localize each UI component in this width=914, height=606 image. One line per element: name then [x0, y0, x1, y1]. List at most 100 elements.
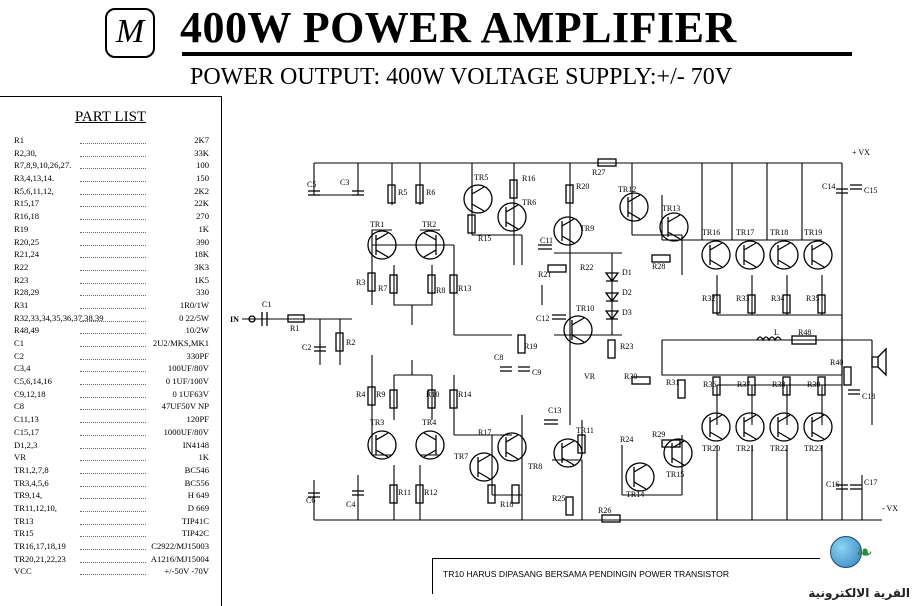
part-ref: R2,30, [14, 147, 37, 158]
part-ref: R28,29 [14, 287, 40, 298]
part-value: +/-50V -70V [164, 566, 209, 577]
label-tr4: TR4 [422, 418, 436, 427]
tr2 [415, 230, 445, 260]
label-r11: R11 [398, 488, 411, 497]
label-tr19: TR19 [804, 228, 822, 237]
part-list-row: TR9,14,H 649 [0, 489, 221, 502]
part-ref: R1 [14, 135, 25, 145]
label-c6: C6 [306, 496, 315, 505]
part-value: BC546 [184, 464, 209, 475]
label-r23: R23 [620, 342, 633, 351]
label-r3: R3 [356, 278, 365, 287]
label-c15: C15 [864, 186, 877, 195]
part-ref: TR20,21,22,23 [14, 553, 66, 564]
part-ref: C1 [14, 338, 25, 348]
part-value: A1216/MJ15004 [150, 553, 209, 564]
leader-dots [80, 172, 146, 183]
part-value: 1000UF/80V [163, 426, 209, 437]
label-r30: R30 [624, 372, 637, 381]
label-r7: R7 [378, 284, 387, 293]
part-ref: D1,2,3 [14, 439, 38, 450]
label-d2: D2 [622, 288, 632, 297]
label-c3: C3 [340, 178, 349, 187]
leader-dots [80, 388, 146, 398]
label-c18: C18 [862, 392, 875, 401]
label-r20: R20 [576, 182, 589, 191]
leader-dots [80, 464, 146, 474]
tr1 [367, 230, 397, 260]
part-value: C2922/MJ15003 [151, 541, 209, 551]
part-value: BC556 [184, 477, 209, 488]
tr23 [803, 412, 833, 442]
label-r38: R38 [772, 380, 785, 389]
note-text: TR10 HARUS DIPASANG BERSAMA PENDINGIN PO… [443, 569, 730, 579]
leader-dots [80, 286, 146, 297]
leader-dots [80, 299, 146, 309]
tr17 [735, 240, 765, 270]
part-ref: R5,6,11,12, [14, 185, 54, 196]
label-tr21: TR21 [736, 444, 754, 453]
leader-dots [80, 236, 146, 246]
label-r19: R19 [524, 342, 537, 351]
schematic-wires [242, 162, 882, 521]
part-value: 1R0/1W [179, 299, 209, 310]
leader-dots [80, 134, 146, 144]
tr16 [701, 240, 731, 270]
label-c17: C17 [864, 478, 877, 487]
label-r4: R4 [356, 390, 365, 399]
part-list-row: VCC+/-50V -70V [0, 565, 221, 578]
label-c1: C1 [262, 300, 271, 309]
part-ref: R31 [14, 299, 29, 310]
label-r34: R34 [771, 294, 784, 303]
leader-dots [80, 400, 146, 411]
label-c9: C9 [532, 368, 541, 377]
subtitle: POWER OUTPUT: 400W VOLTAGE SUPPLY:+/- 70… [190, 64, 733, 90]
schematic-labels: IN C1 R1 C2 R2 C5 C3 R3 R4 R5 R6 R7 R8 R… [230, 148, 898, 515]
label-r27: R27 [592, 168, 605, 177]
label-r22: R22 [580, 263, 593, 272]
leader-dots [80, 324, 146, 335]
part-value: 0 1UF/100V [165, 376, 209, 387]
logo: M [105, 8, 155, 58]
watermark-text: القرية الالكترونية [808, 586, 910, 600]
leader-dots [80, 362, 146, 373]
schematic-diagram: IN C1 R1 C2 R2 C5 C3 R3 R4 R5 R6 R7 R8 R… [230, 148, 898, 523]
label-tr9: TR9 [580, 224, 594, 233]
label-c8: C8 [494, 353, 503, 362]
part-ref: R7,8,9,10,26,27. [14, 160, 72, 171]
part-value: 390 [196, 236, 209, 247]
label-r37: R37 [737, 380, 750, 389]
part-ref: C15,17 [14, 426, 40, 437]
label-tr20: TR20 [702, 444, 720, 453]
label-c2: C2 [302, 343, 311, 352]
globe-icon [830, 536, 862, 568]
part-list-row: R7,8,9,10,26,27.100 [0, 159, 221, 172]
tr9 [553, 216, 583, 246]
label-tr8: TR8 [528, 462, 542, 471]
label-r12: R12 [424, 488, 437, 497]
label-c11: C11 [540, 236, 553, 245]
label-r8: R8 [436, 286, 445, 295]
leader-dots [80, 185, 146, 195]
label-r14: R14 [458, 390, 471, 399]
schematic-components [248, 158, 887, 523]
label-r35: R35 [806, 294, 819, 303]
part-ref: TR11,12,10, [14, 502, 57, 513]
part-ref: R48,49 [14, 325, 40, 336]
part-ref: C2 [14, 350, 25, 361]
part-value: 33K [194, 147, 209, 158]
part-ref: C9,12,18 [14, 388, 46, 399]
label-r18: R18 [500, 500, 513, 509]
leader-dots [80, 210, 146, 221]
leader-dots [80, 502, 146, 512]
